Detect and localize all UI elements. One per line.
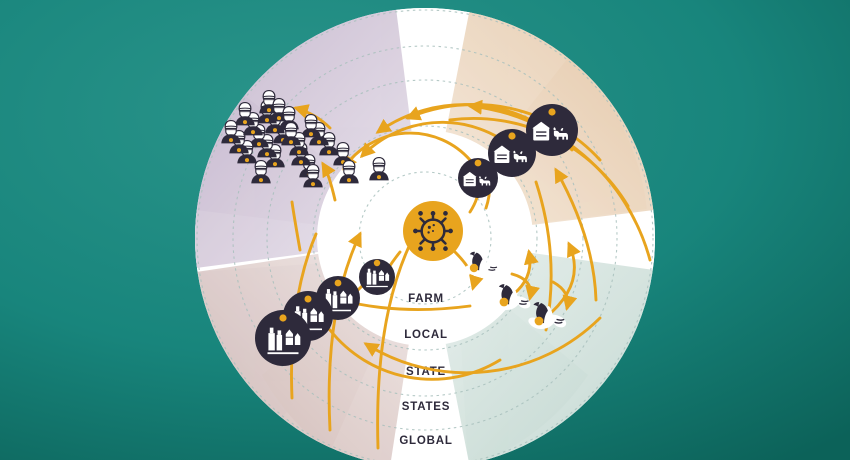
arrow-cattle-from-outer [554, 167, 598, 302]
virus-dot [534, 316, 544, 326]
dairy-node-1 [359, 259, 395, 295]
livestock-node-3 [526, 104, 578, 156]
arrow-up-feed-2 [376, 238, 414, 450]
label-column [392, 238, 470, 460]
bird-node-2 [493, 283, 532, 311]
ring-guides [196, 9, 654, 460]
virus-dot [373, 259, 381, 267]
node-circle [458, 158, 498, 198]
virus-dot [548, 108, 556, 116]
livestock-node-1 [458, 158, 498, 198]
livestock-node-2 [488, 129, 536, 177]
virus-dot [334, 279, 342, 287]
node-circle [526, 104, 578, 156]
tier-label-farm: FARM [408, 293, 444, 305]
bird-node-1 [464, 251, 500, 277]
arrow-dairy-long [363, 316, 602, 375]
virus-dot [474, 159, 482, 167]
arrow-up-feed-1 [327, 231, 362, 432]
virus-dot [279, 314, 287, 322]
bird-node-3 [527, 301, 567, 330]
arrow-bird-chain-2 [551, 280, 578, 311]
arrow-people-chain-2 [290, 200, 302, 252]
node-circle [488, 129, 536, 177]
arrow-sweep-to-people-4 [342, 131, 472, 171]
virus-dot [304, 295, 312, 303]
arrow-dairy-from-right [356, 302, 472, 312]
tier-label-local: LOCAL [404, 329, 448, 341]
birds-group [464, 251, 567, 330]
node-circle [255, 310, 311, 366]
center-virus-node [403, 201, 463, 261]
livestock-group [458, 104, 578, 198]
arrow-sweep-to-people-1 [405, 103, 602, 162]
arrow-bird-in-2 [543, 241, 581, 320]
arrow-people-chain-1 [321, 161, 337, 202]
tier-labels: FARM LOCAL STATE STATES GLOBAL [399, 293, 452, 447]
tier-label-states: STATES [402, 401, 450, 413]
arrow-bird-chain-1 [510, 272, 540, 301]
arrow-dairy-long-2 [328, 328, 502, 381]
virus-dot [469, 263, 479, 273]
tier-label-global: GLOBAL [399, 435, 452, 447]
virus-dot [508, 132, 516, 140]
dairy-group [255, 259, 395, 366]
virus-dot [499, 297, 509, 307]
dairy-node-4 [255, 310, 311, 366]
